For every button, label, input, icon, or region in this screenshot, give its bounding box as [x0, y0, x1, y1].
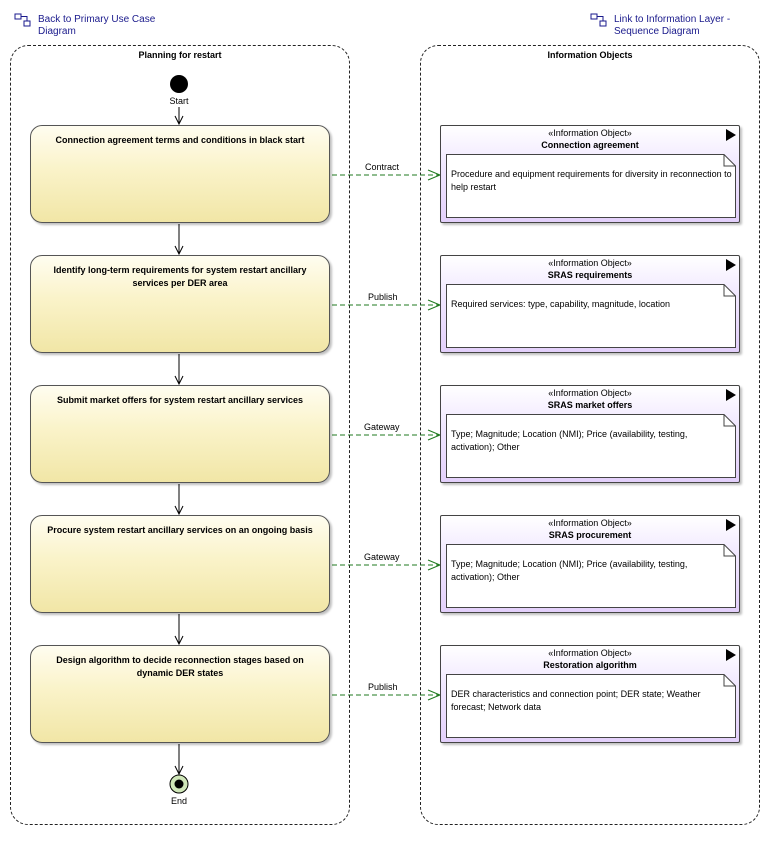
start-label: Start	[169, 96, 189, 106]
object-stereotype: «Information Object»	[548, 388, 632, 398]
back-link-text: Back to Primary Use Case Diagram	[38, 14, 156, 37]
diagram-link-icon	[14, 13, 31, 27]
connector-label-contract: Contract	[365, 162, 400, 172]
flag-icon	[726, 259, 736, 271]
object-name: Restoration algorithm	[543, 660, 637, 670]
information-layer-link[interactable]: Link to Information Layer - Sequence Dia…	[590, 13, 754, 38]
object-note-text: Required services: type, capability, mag…	[451, 299, 670, 309]
object-connection-agreement[interactable]: «Information Object» Connection agreemen…	[440, 125, 740, 223]
object-sras-requirements[interactable]: «Information Object» SRAS requirements R…	[440, 255, 740, 353]
forward-link-text: Link to Information Layer - Sequence Dia…	[614, 14, 731, 37]
action-label: Submit market offers for system restart …	[56, 395, 304, 405]
connector-label-gateway: Gateway	[364, 422, 400, 432]
object-sras-procurement[interactable]: «Information Object» SRAS procurement Ty…	[440, 515, 740, 613]
object-stereotype: «Information Object»	[548, 648, 632, 658]
object-stereotype: «Information Object»	[548, 128, 632, 138]
object-note-text: Procedure and equipment requirements for…	[451, 169, 732, 192]
object-note: Type; Magnitude; Location (NMI); Price (…	[446, 544, 736, 608]
object-stereotype: «Information Object»	[548, 518, 632, 528]
action-submit-market-offers[interactable]: Submit market offers for system restart …	[30, 385, 330, 483]
object-note: Type; Magnitude; Location (NMI); Price (…	[446, 414, 736, 478]
object-restoration-algorithm[interactable]: «Information Object» Restoration algorit…	[440, 645, 740, 743]
object-name: SRAS procurement	[548, 530, 632, 540]
flag-icon	[726, 129, 736, 141]
action-connection-agreement[interactable]: Connection agreement terms and condition…	[30, 125, 330, 223]
information-lane-title: Information Objects	[547, 50, 633, 60]
connector-label-publish: Publish	[368, 682, 398, 692]
action-label: Connection agreement terms and condition…	[55, 135, 305, 145]
flag-icon	[726, 649, 736, 661]
object-name: Connection agreement	[541, 140, 639, 150]
object-note: Procedure and equipment requirements for…	[446, 154, 736, 218]
end-label: End	[170, 796, 187, 806]
object-note-text: Type; Magnitude; Location (NMI); Price (…	[451, 429, 688, 452]
action-label: Identify long-term requirements for syst…	[53, 265, 307, 288]
action-label: Design algorithm to decide reconnection …	[56, 655, 304, 678]
object-stereotype: «Information Object»	[548, 258, 632, 268]
object-sras-market-offers[interactable]: «Information Object» SRAS market offers …	[440, 385, 740, 483]
object-note: DER characteristics and connection point…	[446, 674, 736, 738]
object-note: Required services: type, capability, mag…	[446, 284, 736, 348]
action-design-algorithm[interactable]: Design algorithm to decide reconnection …	[30, 645, 330, 743]
planning-lane-title: Planning for restart	[138, 50, 222, 60]
object-name: SRAS requirements	[547, 270, 633, 280]
action-procure-services[interactable]: Procure system restart ancillary service…	[30, 515, 330, 613]
connector-label-gateway: Gateway	[364, 552, 400, 562]
diagram-link-icon	[590, 13, 607, 27]
object-note-text: Type; Magnitude; Location (NMI); Price (…	[451, 559, 688, 582]
flag-icon	[726, 519, 736, 531]
action-label: Procure system restart ancillary service…	[47, 525, 313, 535]
flag-icon	[726, 389, 736, 401]
object-note-text: DER characteristics and connection point…	[451, 689, 701, 712]
back-to-use-case-link[interactable]: Back to Primary Use Case Diagram	[14, 13, 178, 38]
action-identify-requirements[interactable]: Identify long-term requirements for syst…	[30, 255, 330, 353]
object-name: SRAS market offers	[547, 400, 633, 410]
connector-label-publish: Publish	[368, 292, 398, 302]
